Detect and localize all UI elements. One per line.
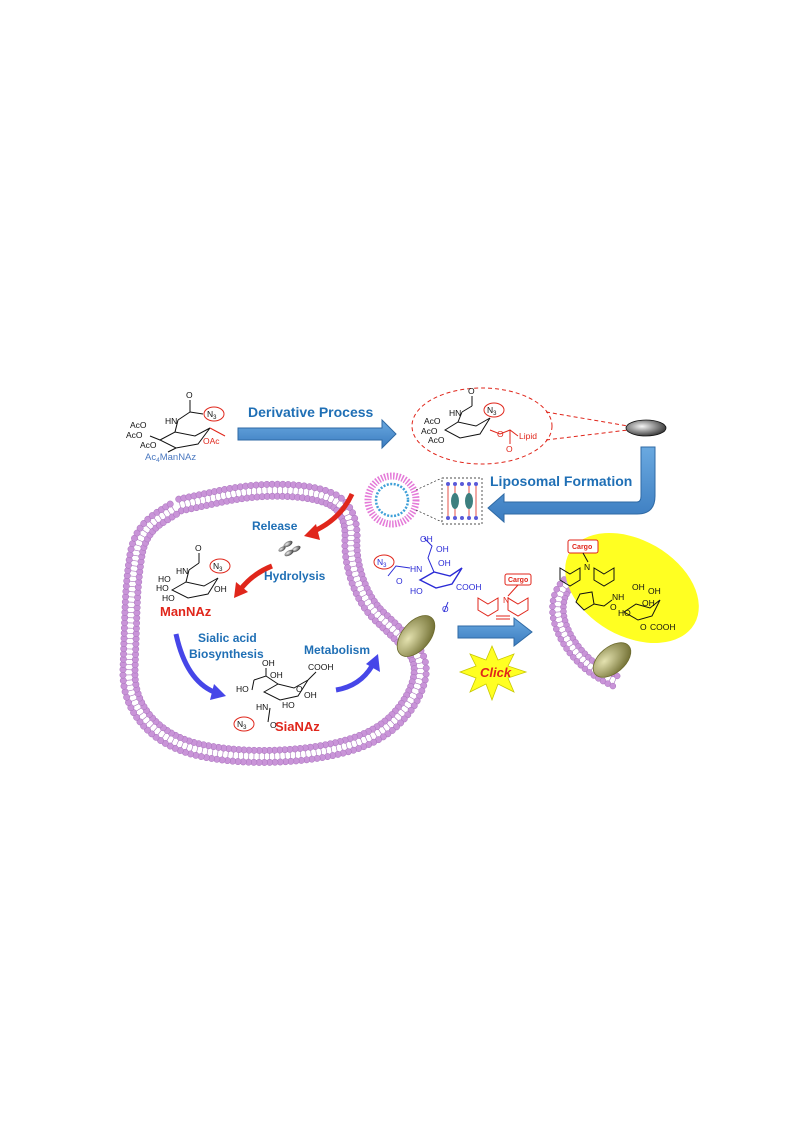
product-oh-1: OH [632, 582, 645, 592]
mannaz-ho-2: HO [156, 583, 169, 593]
surface-oh-3: OH [438, 558, 451, 568]
lipid-head [549, 609, 555, 615]
surface-sianaz-structure: O OH OH OH COOH HO HN O N3 [374, 534, 482, 614]
mannaz-ho-3: HO [162, 593, 175, 603]
mannaz-structure: O HN N3 HO HO HO OH [156, 543, 230, 603]
product-cargo-label: Cargo [572, 544, 592, 551]
lipid-head [420, 653, 426, 659]
sianaz-ho-2: HO [282, 700, 295, 710]
surface-oh-2: OH [436, 544, 449, 554]
conjugate-particle [626, 420, 666, 436]
metabolism-arrow [336, 666, 372, 690]
product-oh-3: OH [642, 598, 655, 608]
liposomal-formation-label: Liposomal Formation [490, 473, 632, 489]
surface-ho: HO [410, 586, 423, 596]
sianaz-hn-label: HN [256, 702, 268, 712]
product-ho: HO [618, 608, 631, 618]
lipid-head [550, 615, 556, 621]
ac4mannaz-structure: O HN N3 AcO AcO AcO OAc Ac4ManNAz [126, 390, 225, 464]
hydrolysis-label: Hydrolysis [264, 569, 326, 583]
ac4mannaz-hn-label: HN [165, 416, 177, 426]
surface-carbonyl-o: O [396, 576, 403, 586]
bilayer-inset [442, 478, 482, 524]
lipid-head [610, 683, 616, 689]
sianaz-ho-1: HO [236, 684, 249, 694]
derivative-process-label: Derivative Process [248, 404, 374, 420]
surface-hn: HN [410, 564, 422, 574]
sianaz-oh-2: OH [270, 670, 283, 680]
lipid-head [127, 551, 133, 557]
product-nh: NH [612, 592, 624, 602]
released-particles [278, 539, 302, 557]
conjugate-n3: N3 [487, 405, 497, 417]
conjugate-aco-1: AcO [424, 416, 441, 426]
lipid-head [354, 527, 360, 533]
dbco-cargo-reagent: Cargo N [478, 574, 531, 619]
sianaz-label: SiaNAz [275, 719, 320, 734]
product-n-label: N [584, 562, 590, 572]
surface-glyco-o: O [442, 604, 449, 614]
lipid-head [423, 671, 429, 677]
release-label: Release [252, 519, 298, 533]
mannaz-n3: N3 [213, 561, 223, 573]
sianaz-oh-1: OH [262, 658, 275, 668]
sianaz-ring-o: O [296, 684, 303, 694]
product-ring-o: O [640, 622, 647, 632]
lipid-head [422, 659, 428, 665]
lipid-head [351, 515, 357, 521]
ac4mannaz-name: Ac4ManNAz [145, 452, 196, 464]
ac4mannaz-o-label: O [186, 390, 193, 400]
click-arrow [458, 618, 532, 646]
sianaz-cooh: COOH [308, 662, 334, 672]
lipid-head [353, 521, 359, 527]
surface-oh-1: OH [420, 534, 433, 544]
lipid-head [423, 665, 429, 671]
conjugate-carbonyl-o: O [506, 444, 513, 454]
ac4mannaz-aco-2: AcO [126, 430, 143, 440]
lipid-head [173, 511, 179, 517]
liposome [368, 476, 442, 524]
mannaz-hn-label: HN [176, 566, 188, 576]
ac4mannaz-oac: OAc [203, 436, 220, 446]
product-carbonyl-o: O [610, 602, 617, 612]
surface-cooh: COOH [456, 582, 482, 592]
conjugate-hn-label: HN [449, 408, 461, 418]
product-oh-2: OH [648, 586, 661, 596]
biosynthesis-label: Biosynthesis [189, 647, 264, 661]
lipid-head [552, 621, 558, 627]
lipid-head [554, 586, 560, 592]
ac4mannaz-aco-1: AcO [130, 420, 147, 430]
dbco-cargo-label: Cargo [508, 577, 528, 584]
lipid-head [167, 501, 173, 507]
conjugate-ester-o: O [497, 429, 504, 439]
lipid-head [550, 598, 556, 604]
sialic-acid-label: Sialic acid [198, 631, 257, 645]
click-label: Click [480, 665, 512, 680]
mannaz-label: ManNAz [160, 604, 212, 619]
membrane-glycoprotein [390, 609, 442, 664]
product-cooh: COOH [650, 622, 676, 632]
release-arrowhead [304, 524, 320, 540]
ac4mannaz-aco-3: AcO [140, 440, 157, 450]
biosynthesis-arrowhead [210, 684, 226, 700]
ac4mannaz-n3: N3 [207, 409, 217, 421]
surface-n3: N3 [377, 557, 387, 569]
mannaz-o-label: O [195, 543, 202, 553]
conjugate-o-label: O [468, 386, 475, 396]
lipid-head [122, 689, 128, 695]
lipid-conjugate-bubble: O HN N3 AcO AcO AcO O O Lipid [412, 386, 628, 464]
mannaz-oh: OH [214, 584, 227, 594]
sianaz-n3: N3 [237, 719, 247, 731]
lipid-head [551, 592, 557, 598]
conjugate-lipid-label: Lipid [519, 431, 537, 441]
sianaz-oh-3: OH [304, 690, 317, 700]
derivative-process-arrow [238, 420, 396, 448]
conjugate-aco-3: AcO [428, 435, 445, 445]
lipid-head [549, 604, 555, 610]
lipid-head [557, 581, 563, 587]
metabolism-label: Metabolism [304, 643, 370, 657]
